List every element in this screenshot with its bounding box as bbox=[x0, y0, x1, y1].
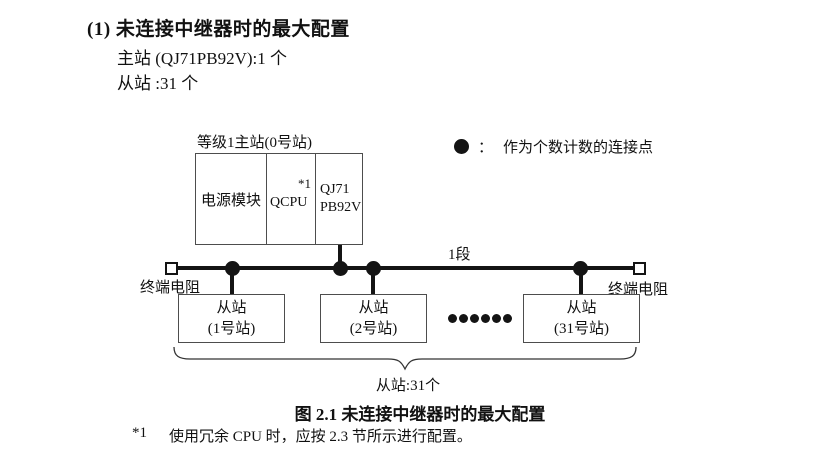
ellipsis-dot bbox=[448, 314, 457, 323]
master-count-line: 主站 (QJ71PB92V):1 个 bbox=[117, 49, 288, 68]
master-drop-line bbox=[338, 245, 342, 268]
qcpu-label: QCPU bbox=[270, 195, 308, 210]
ellipsis-dots bbox=[448, 314, 512, 323]
ellipsis-dot bbox=[459, 314, 468, 323]
figure-caption: 图 2.1 未连接中继器时的最大配置 bbox=[294, 405, 546, 424]
pb92v-cell: QJ71 PB92V bbox=[316, 154, 362, 244]
slave-label-line1: 从站 bbox=[216, 299, 247, 316]
connection-point-icon bbox=[454, 139, 469, 154]
slave-station-box-1: 从站 (1号站) bbox=[178, 294, 285, 343]
slave-station-box-31: 从站 (31号站) bbox=[523, 294, 640, 343]
slave-label-line2: (1号站) bbox=[207, 320, 256, 337]
slave2-drop-line bbox=[371, 268, 375, 295]
ellipsis-dot bbox=[470, 314, 479, 323]
power-module-cell: 电源模块 bbox=[196, 154, 267, 244]
brace bbox=[173, 346, 637, 371]
pb92v-label-line2: PB92V bbox=[320, 200, 362, 215]
slave1-drop-line bbox=[230, 268, 234, 295]
slave-count-line: 从站 :31 个 bbox=[117, 74, 199, 93]
ellipsis-dot bbox=[481, 314, 490, 323]
ellipsis-dot bbox=[492, 314, 501, 323]
master-station-label: 等级1主站(0号站) bbox=[197, 135, 312, 151]
legend-separator: ： bbox=[478, 140, 494, 156]
legend-label: 作为个数计数的连接点 bbox=[503, 140, 654, 156]
connection-point-dot bbox=[333, 261, 348, 276]
section-heading: (1) 未连接中继器时的最大配置 bbox=[87, 19, 350, 40]
legend: ： 作为个数计数的连接点 bbox=[454, 136, 653, 157]
ellipsis-dot bbox=[503, 314, 512, 323]
slave-label-line1: 从站 bbox=[358, 299, 389, 316]
footnote-ref-marker: *1 bbox=[298, 176, 311, 191]
pb92v-label-line1: QJ71 bbox=[320, 182, 350, 197]
terminator-left-icon bbox=[165, 262, 178, 275]
slave-label-line1: 从站 bbox=[566, 299, 597, 316]
qcpu-cell: *1 QCPU bbox=[267, 154, 316, 244]
slave-label-line2: (31号站) bbox=[554, 320, 609, 337]
footnote: *1 使用冗余 CPU 时，应按 2.3 节所示进行配置。 bbox=[132, 425, 472, 446]
terminator-left-label: 终端电阻 bbox=[140, 280, 201, 296]
terminator-right-icon bbox=[633, 262, 646, 275]
bus-segment-line bbox=[172, 266, 639, 270]
slave31-drop-line bbox=[579, 268, 583, 295]
footnote-text: 使用冗余 CPU 时，应按 2.3 节所示进行配置。 bbox=[169, 429, 472, 445]
master-station-box: 电源模块 *1 QCPU QJ71 PB92V bbox=[195, 153, 363, 245]
slave-label-line2: (2号站) bbox=[349, 320, 398, 337]
slave-station-box-2: 从站 (2号站) bbox=[320, 294, 427, 343]
segment-label: 1段 bbox=[448, 247, 471, 263]
footnote-ref: *1 bbox=[132, 425, 147, 441]
brace-label: 从站:31个 bbox=[375, 378, 441, 394]
